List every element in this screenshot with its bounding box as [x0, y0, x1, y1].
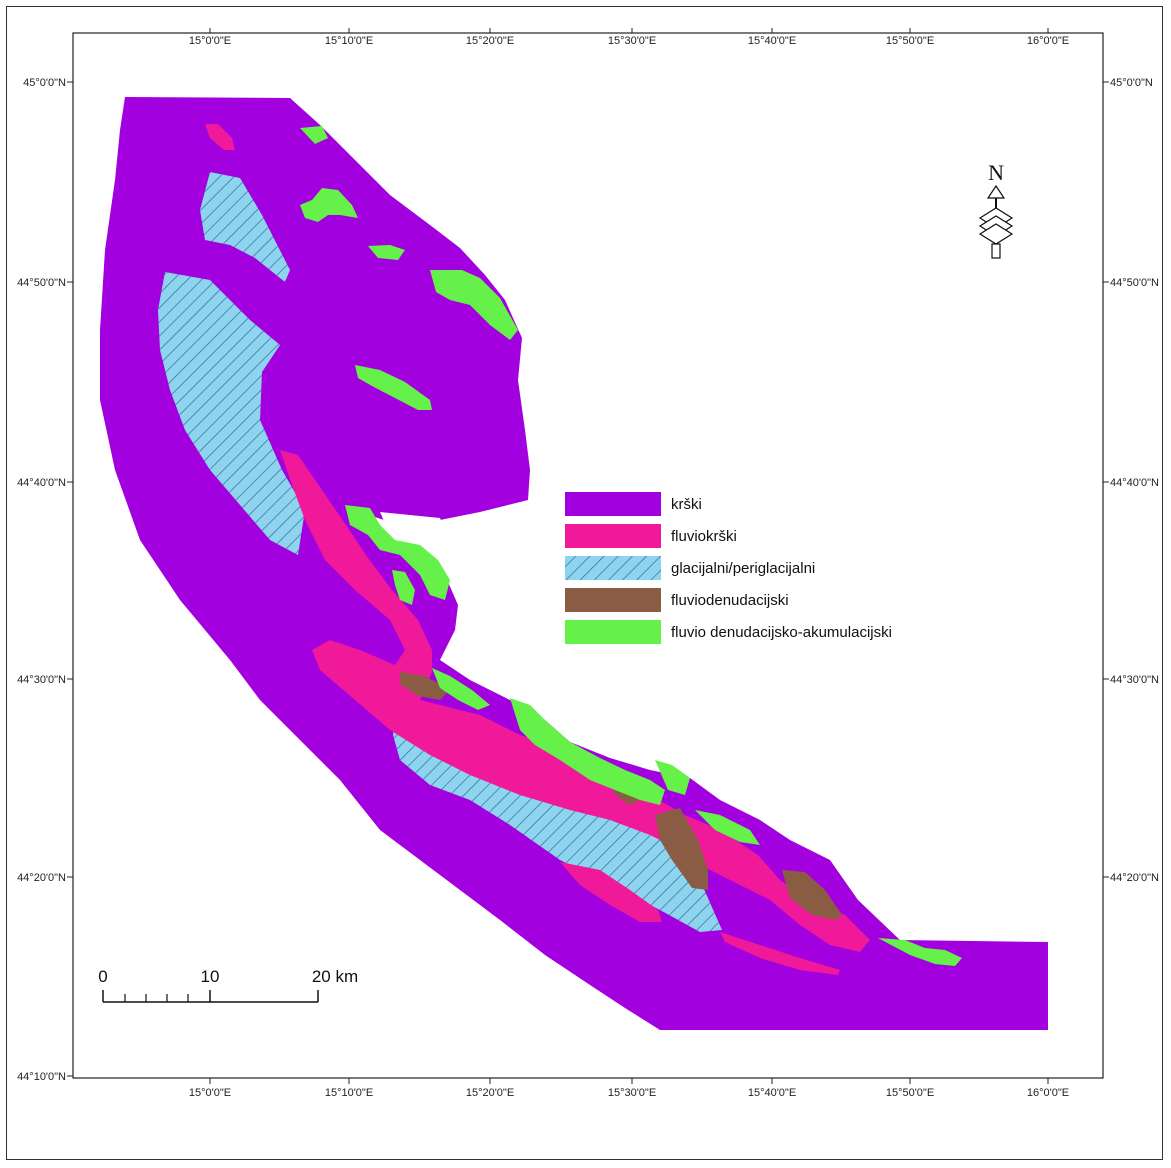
- tick-label-top: 15°0'0"E: [189, 35, 231, 47]
- karst-region: [100, 97, 1048, 1030]
- tick-label-left: 44°30'0"N: [17, 674, 66, 686]
- scale-label-0: 0: [98, 967, 107, 986]
- tick-label-bottom: 15°20'0"E: [466, 1087, 514, 1099]
- tick-label-left: 45°0'0"N: [23, 77, 66, 89]
- legend-label: fluviodenudacijski: [671, 592, 789, 609]
- legend-swatch: [565, 524, 661, 548]
- legend-swatch: [565, 492, 661, 516]
- legend-label: fluviokrški: [671, 528, 737, 545]
- glacial-area-west: [158, 272, 305, 555]
- tick-label-bottom: 15°40'0"E: [748, 1087, 796, 1099]
- fluvio-accumulation-6: [345, 505, 450, 600]
- tick-label-right: 44°50'0"N: [1110, 277, 1159, 289]
- tick-label-top: 16°0'0"E: [1027, 35, 1069, 47]
- north-arrow: N: [978, 160, 1014, 259]
- fluviokarst-south-lens-2: [720, 932, 840, 975]
- tick-label-top: 15°20'0"E: [466, 35, 514, 47]
- legend-swatch: [565, 620, 661, 644]
- legend-swatch: [565, 588, 661, 612]
- legend: krški fluviokrški glacijalni/periglacijaln…: [565, 492, 892, 644]
- tick-label-bottom: 15°10'0"E: [325, 1087, 373, 1099]
- fluvio-accumulation-3: [368, 245, 405, 260]
- scale-bar: 0 10 20 km: [98, 967, 358, 1003]
- tick-label-left: 44°10'0"N: [17, 1071, 66, 1083]
- legend-label: krški: [671, 496, 702, 513]
- fluvio-accumulation-7: [392, 570, 415, 605]
- tick-labels-right: 45°0'0"N 44°50'0"N 44°40'0"N 44°30'0"N 44°20…: [1103, 77, 1159, 884]
- fluvio-accumulation-2: [300, 188, 358, 222]
- fluvio-accumulation-8: [432, 668, 490, 710]
- tick-label-bottom: 16°0'0"E: [1027, 1087, 1069, 1099]
- tick-labels-left: 45°0'0"N 44°50'0"N 44°40'0"N 44°30'0"N 44°20…: [17, 77, 73, 1083]
- fluvio-accumulation-9: [510, 698, 665, 805]
- fluviokarst-small-north: [205, 124, 235, 150]
- fluvio-accumulation-1: [300, 126, 328, 144]
- tick-label-top: 15°30'0"E: [608, 35, 656, 47]
- fluvio-accumulation-11: [695, 810, 760, 845]
- tick-label-top: 15°40'0"E: [748, 35, 796, 47]
- tick-label-right: 45°0'0"N: [1110, 77, 1153, 89]
- tick-label-bottom: 15°30'0"E: [608, 1087, 656, 1099]
- page-frame: [6, 6, 1163, 1160]
- legend-label: glacijalni/periglacijalni: [671, 560, 815, 577]
- fluvio-accumulation-4: [430, 270, 518, 340]
- fluviodenudation-area-1: [400, 672, 450, 700]
- tick-labels-bottom: 15°0'0"E 15°10'0"E 15°20'0"E 15°30'0"E 15°40…: [189, 1078, 1069, 1099]
- tick-label-right: 44°30'0"N: [1110, 674, 1159, 686]
- tick-label-left: 44°40'0"N: [17, 477, 66, 489]
- fluviodenudation-area-3: [655, 808, 708, 890]
- legend-swatch: [565, 556, 661, 580]
- tick-label-top: 15°10'0"E: [325, 35, 373, 47]
- fluviodenudation-area-4: [782, 870, 842, 920]
- legend-label: fluvio denudacijsko-akumulacijski: [671, 624, 892, 641]
- tick-label-right: 44°20'0"N: [1110, 872, 1159, 884]
- tick-label-left: 44°20'0"N: [17, 872, 66, 884]
- tick-label-left: 44°50'0"N: [17, 277, 66, 289]
- tick-label-bottom: 15°0'0"E: [189, 1087, 231, 1099]
- fluvio-accumulation-12: [878, 938, 962, 966]
- tick-label-right: 44°40'0"N: [1110, 477, 1159, 489]
- fluviokarst-south-lens-1: [560, 862, 662, 922]
- white-notch: [380, 512, 445, 540]
- tick-labels-top: 15°0'0"E 15°10'0"E 15°20'0"E 15°30'0"E 15°40…: [189, 28, 1069, 47]
- scale-label-10: 10: [201, 967, 220, 986]
- fluvio-accumulation-5: [355, 365, 432, 410]
- glacial-area-north: [200, 172, 290, 282]
- tick-label-bottom: 15°50'0"E: [886, 1087, 934, 1099]
- scale-label-20: 20 km: [312, 967, 358, 986]
- fluvio-accumulation-10: [655, 760, 690, 795]
- north-arrow-label: N: [988, 160, 1004, 185]
- tick-label-top: 15°50'0"E: [886, 35, 934, 47]
